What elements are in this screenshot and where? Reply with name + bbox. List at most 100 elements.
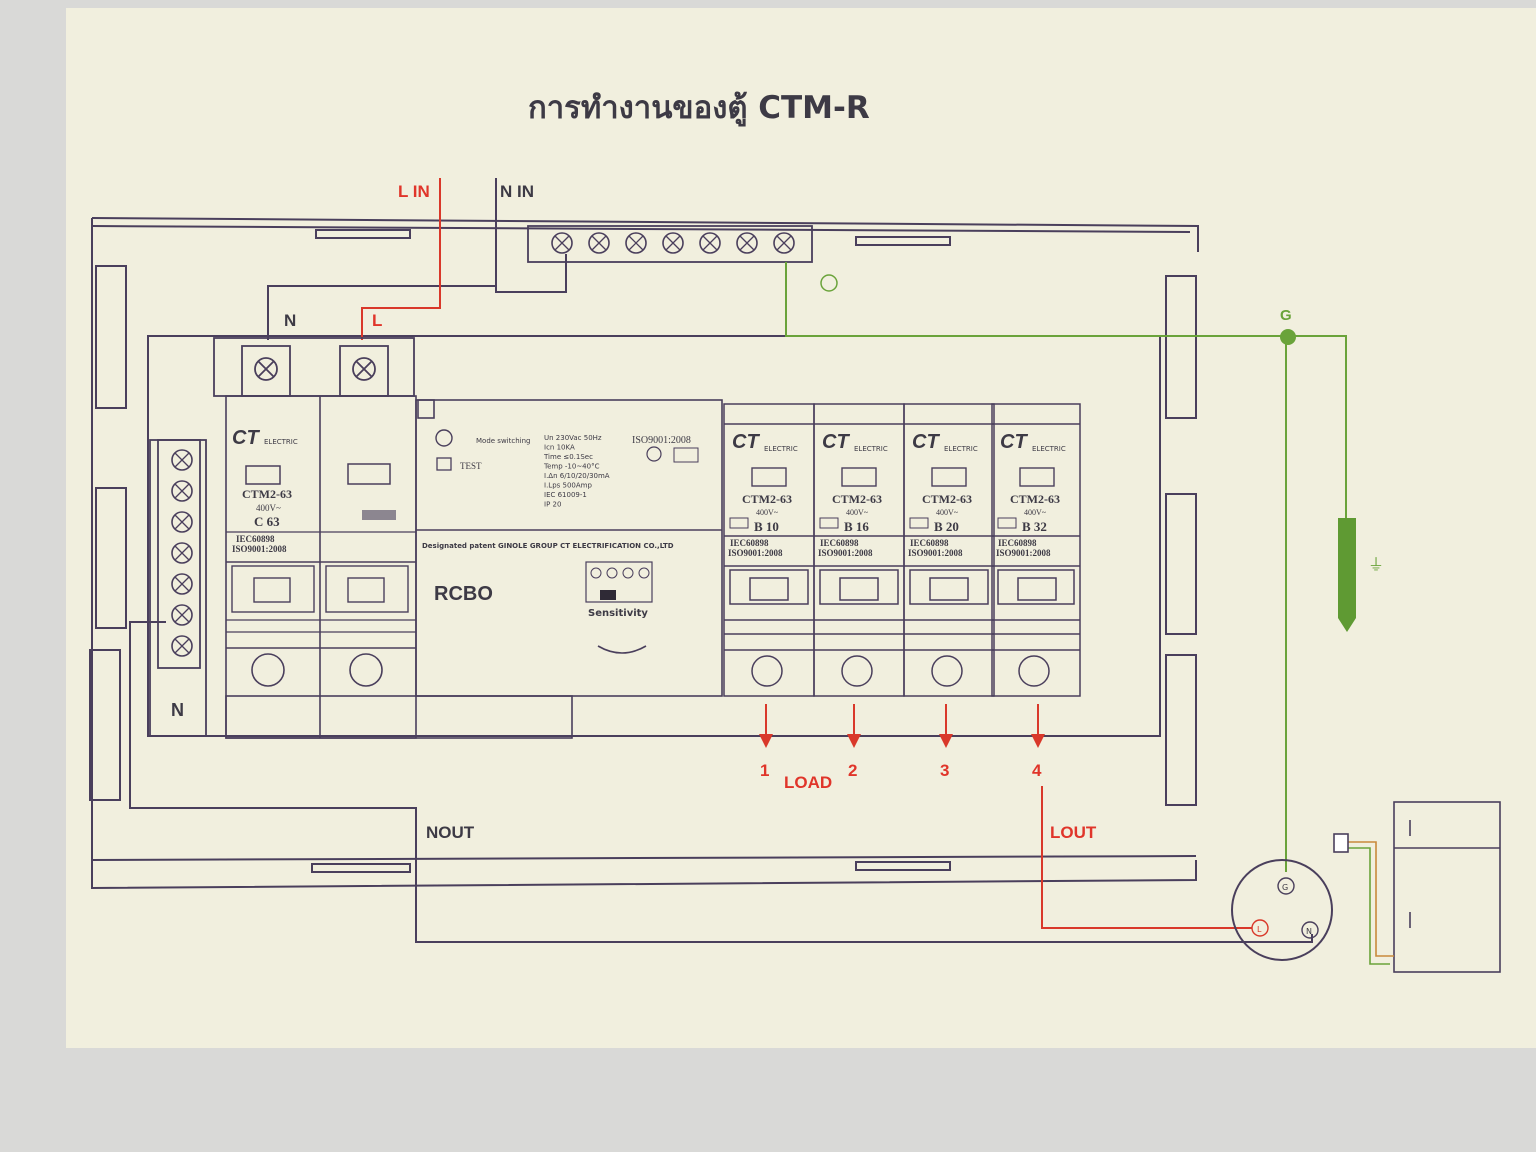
n-label: N [284, 311, 296, 330]
breaker-rating: B 16 [844, 519, 869, 534]
rcbo-label: RCBO [434, 583, 493, 605]
device-row [225, 395, 723, 739]
top-terminal-7 [773, 232, 795, 254]
load-arrow-head [847, 734, 861, 748]
load-number: 2 [848, 761, 857, 780]
rcbo-sensitivity-label: Sensitivity [588, 608, 648, 619]
l-in-label: L IN [398, 182, 430, 201]
l-label: L [372, 311, 382, 330]
main-breaker-std1: IEC60898 [236, 534, 275, 544]
rcbo-spec-line: Temp -10~40°C [543, 463, 600, 471]
rcbo-iso-label: ISO9001:2008 [632, 435, 691, 446]
breaker-voltage: 400V~ [936, 508, 959, 517]
neutral-terminal-5 [171, 573, 193, 595]
main-breaker-model: CTM2-63 [242, 487, 292, 501]
socket-g-label: G [1282, 883, 1288, 892]
earth-terminal-icon [820, 274, 838, 292]
breaker-std2: ISO9001:2008 [996, 548, 1051, 558]
ground-label: G [1280, 307, 1292, 324]
socket-l-label: L [1257, 925, 1262, 934]
breaker-brand: CT [732, 431, 760, 453]
breaker-model: CTM2-63 [1010, 492, 1060, 506]
breaker-brand: CT [912, 431, 940, 453]
socket-l-pin [1251, 919, 1269, 937]
lout-label: LOUT [1050, 823, 1097, 842]
neutral-terminal-6 [171, 604, 193, 626]
load-number: 1 [760, 761, 769, 780]
breaker-std2: ISO9001:2008 [818, 548, 873, 558]
breaker-model: CTM2-63 [742, 492, 792, 506]
top-terminal-2 [588, 232, 610, 254]
breaker-voltage: 400V~ [846, 508, 869, 517]
breaker-std2: ISO9001:2008 [728, 548, 783, 558]
breaker-std1: IEC60898 [998, 538, 1037, 548]
breaker-std1: IEC60898 [730, 538, 769, 548]
neutral-terminal-3 [171, 511, 193, 533]
main-breaker-voltage: 400V~ [256, 503, 281, 513]
socket-outlet: G L N [1231, 859, 1333, 961]
main-breaker-brand: CT [232, 427, 260, 449]
breaker-brand: CT [1000, 431, 1028, 453]
neutral-terminal-7 [171, 635, 193, 657]
main-breaker-brand-sub: ELECTRIC [264, 438, 298, 446]
load-arrow-head [939, 734, 953, 748]
main-breaker-c63: CT ELECTRIC CTM2-63 400V~ C 63 IEC60898 … [226, 427, 416, 687]
rcbo-patent-label: Designated patent GINOLE GROUP CT ELECTR… [422, 542, 674, 550]
load-arrow-head [759, 734, 773, 748]
rcbo-spec-line: I.Δn 6/10/20/30mA [544, 472, 610, 480]
breaker-brand-sub: ELECTRIC [1032, 445, 1066, 453]
top-terminal-4 [662, 232, 684, 254]
socket-n-pin [1301, 921, 1319, 939]
breaker-std2: ISO9001:2008 [908, 548, 963, 558]
rcbo-test-label: TEST [460, 461, 482, 471]
socket-g-pin [1277, 877, 1295, 895]
load-number: 4 [1032, 761, 1042, 780]
top-terminal-3 [625, 232, 647, 254]
breaker-model: CTM2-63 [922, 492, 972, 506]
main-breaker-terminals [213, 337, 415, 397]
breaker-brand-sub: ELECTRIC [764, 445, 798, 453]
breaker-rating: B 10 [754, 519, 779, 534]
neutral-terminal-2 [171, 480, 193, 502]
breaker-rating: B 32 [1022, 519, 1047, 534]
rcbo-mode-label: Mode switching [476, 437, 530, 445]
earth-wiring [785, 262, 1347, 872]
breaker-brand-sub: ELECTRIC [854, 445, 888, 453]
top-terminal-5 [699, 232, 721, 254]
breaker-std1: IEC60898 [820, 538, 859, 548]
refrigerator-icon [1333, 801, 1501, 973]
top-terminal-1 [551, 232, 573, 254]
rcbo-spec-line: I.Lps 500Amp [544, 482, 592, 490]
breaker-model: CTM2-63 [832, 492, 882, 506]
breaker-brand: CT [822, 431, 850, 453]
incoming-wiring [267, 178, 567, 340]
load-number: 3 [940, 761, 949, 780]
enclosure [89, 217, 1199, 890]
rcbo-spec-line: IP 20 [544, 501, 561, 509]
main-breaker-rating: C 63 [254, 514, 280, 529]
top-terminal-6 [736, 232, 758, 254]
rcbo-spec-line: Un 230Vac 50Hz [544, 434, 602, 442]
socket-n-label: N [1306, 927, 1312, 936]
neutral-terminal-4 [171, 542, 193, 564]
load-arrow-head [1031, 734, 1045, 748]
earth-symbol-icon: ⏚ [1368, 555, 1384, 574]
breaker-std1: IEC60898 [910, 538, 949, 548]
neutral-bar-label: N [171, 700, 184, 720]
neutral-terminal-bar [149, 439, 207, 737]
rcbo-spec-line: Time ≤0.1Sec [543, 453, 593, 461]
paper-sheet [66, 8, 1536, 1048]
breaker-voltage: 400V~ [1024, 508, 1047, 517]
n-in-label: N IN [500, 182, 534, 201]
output-breaker-4: CT ELECTRIC CTM2-63 400V~ B 32 IEC60898ISO900… [991, 403, 1081, 780]
load-label: LOAD [784, 773, 832, 792]
neutral-terminal-1 [171, 449, 193, 471]
rcbo-spec-line: Icn 10KA [544, 444, 575, 452]
diagram-title: การทำงานของตู้ CTM-R [528, 90, 870, 127]
